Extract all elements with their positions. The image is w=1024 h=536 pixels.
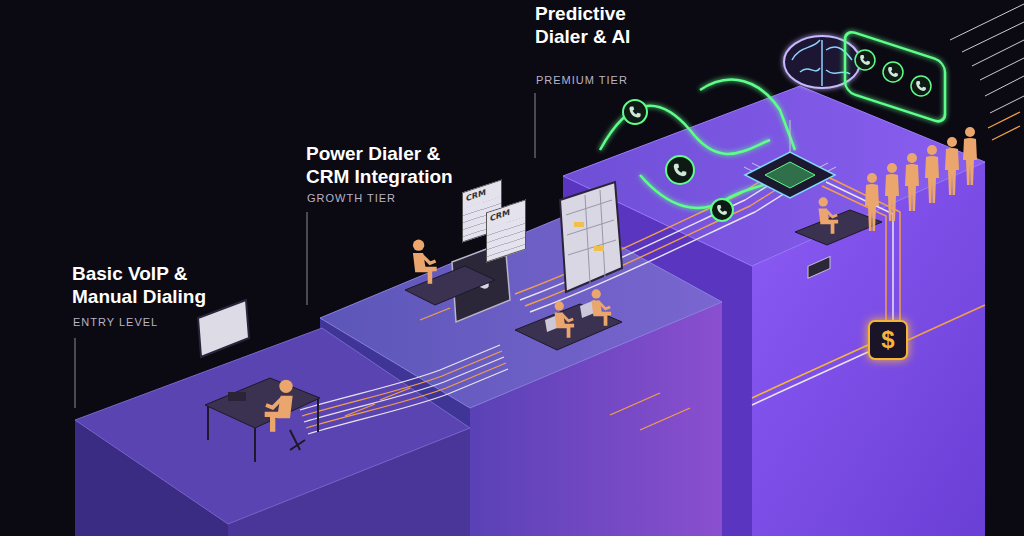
agent <box>555 301 575 337</box>
phone-icon <box>674 164 687 177</box>
ai-chip <box>745 152 835 198</box>
grid-line <box>567 220 614 235</box>
node-text: $ <box>881 328 894 352</box>
phone-icon <box>717 205 727 215</box>
call-circle <box>711 199 733 221</box>
grid-line <box>566 200 612 215</box>
agent <box>945 137 959 195</box>
leader-line <box>535 93 536 158</box>
dashboard-screen <box>560 182 622 292</box>
speed-lines <box>950 4 1024 113</box>
desk-leg <box>317 399 319 432</box>
wire <box>752 352 868 405</box>
flow-arrow <box>640 408 690 430</box>
switch-box <box>808 256 830 278</box>
speed-line <box>988 112 1020 128</box>
tier-heading: Basic VoIP & Manual Dialing <box>72 262 232 308</box>
leader-line <box>307 212 308 305</box>
tier-name: ENTRY LEVEL <box>73 316 158 328</box>
desk-leg <box>254 428 256 462</box>
phone-icon <box>916 81 926 91</box>
flow-arrow <box>345 404 375 416</box>
tier-name: PREMIUM TIER <box>536 74 628 86</box>
tier-heading: Predictive Dialer & AI <box>535 2 653 48</box>
desk-legs <box>208 399 318 462</box>
call-circle <box>666 156 694 184</box>
tier-name: GROWTH TIER <box>307 192 396 204</box>
desk <box>205 378 320 428</box>
brain-folds <box>792 40 852 86</box>
wire <box>308 369 508 434</box>
signal-wave <box>700 80 795 150</box>
speed-line <box>990 96 1024 113</box>
desk-leg <box>207 406 209 440</box>
phone-icon <box>860 55 870 65</box>
wire-bundle <box>300 345 508 434</box>
chip-pin <box>744 167 752 171</box>
phone-icon <box>629 106 640 117</box>
chip-pin <box>752 163 760 167</box>
agent <box>265 380 293 432</box>
call-circle <box>623 100 647 124</box>
tier-heading: Power Dialer & CRM Integration <box>306 142 476 188</box>
speed-lines-orange <box>988 112 1020 140</box>
wire <box>752 345 868 398</box>
wire <box>304 357 504 422</box>
signal-waves <box>600 80 795 208</box>
call-panel-frame <box>845 30 945 124</box>
flow-arrow <box>420 308 450 320</box>
block-top <box>75 328 470 524</box>
ai-brain <box>784 36 860 88</box>
call-panel-icons <box>855 50 931 96</box>
call-panel <box>845 30 945 124</box>
agent <box>885 163 899 221</box>
wire <box>822 186 886 322</box>
agent <box>963 127 977 185</box>
chip-pin <box>828 167 836 171</box>
block-top <box>563 86 985 266</box>
grid-line <box>600 190 605 277</box>
grid-line <box>585 195 590 283</box>
screen-cell <box>574 222 584 227</box>
agent <box>865 173 879 231</box>
desk-phone <box>228 392 246 401</box>
revenue-box: $ <box>868 320 908 360</box>
wire <box>908 305 985 340</box>
flow-arrow <box>380 388 410 400</box>
flow-arrow <box>610 393 660 415</box>
flow-arrows <box>345 308 690 430</box>
agent <box>905 153 919 211</box>
chip-core <box>765 162 815 188</box>
call-circle <box>855 50 875 70</box>
screen-cell <box>594 246 604 251</box>
chip-pin <box>820 163 828 167</box>
call-icons <box>623 100 733 221</box>
agent <box>592 289 612 325</box>
chair <box>290 430 305 450</box>
monitor <box>198 300 249 357</box>
wire <box>520 178 780 300</box>
phone-icon <box>888 67 898 77</box>
wire <box>306 363 506 428</box>
chip-pins <box>744 120 836 171</box>
grid-line <box>568 240 616 255</box>
speed-line <box>992 126 1020 140</box>
speed-line <box>985 76 1024 96</box>
agent <box>413 239 437 283</box>
wire-bundle <box>515 172 790 312</box>
speed-line <box>950 4 1024 40</box>
call-circle <box>883 62 903 82</box>
speed-line <box>962 22 1024 52</box>
screen-grid <box>566 190 616 283</box>
call-circle <box>911 76 931 96</box>
leader-line <box>75 338 76 408</box>
agent <box>819 197 839 233</box>
agent <box>925 145 939 203</box>
chip-pin <box>790 120 791 152</box>
speed-line <box>980 58 1024 80</box>
wire <box>515 172 775 294</box>
